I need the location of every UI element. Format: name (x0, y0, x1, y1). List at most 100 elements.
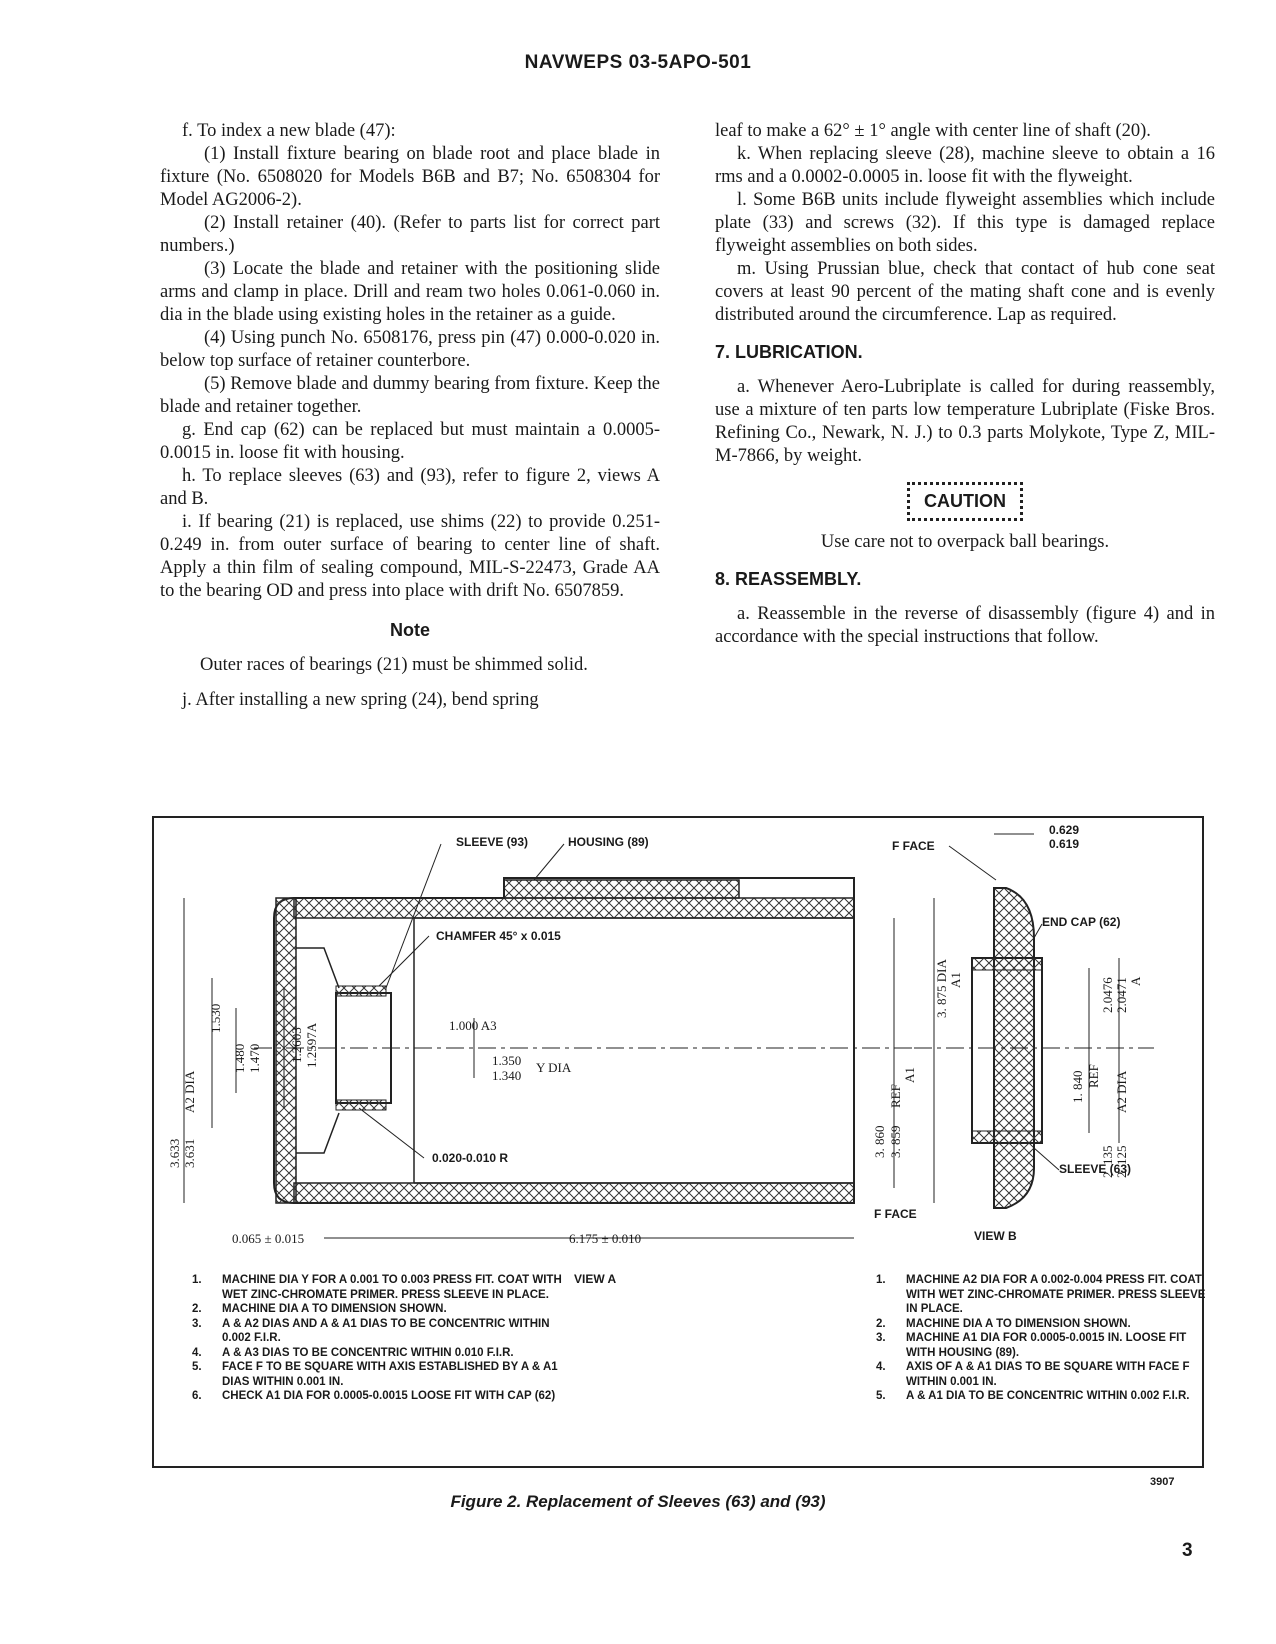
figure-note-text: MACHINE DIA A TO DIMENSION SHOWN. (906, 1317, 1131, 1330)
page-header: NAVWEPS 03-5APO-501 (524, 52, 752, 73)
paragraph: (5) Remove blade and dummy bearing from … (160, 374, 660, 417)
figure-note-number: 6. (192, 1390, 202, 1402)
paragraph: k. When replacing sleeve (28), machine s… (715, 144, 1215, 187)
figure-note-text: A & A3 DIAS TO BE CONCENTRIC WITHIN 0.01… (222, 1346, 514, 1359)
left-paragraphs: f. To index a new blade (47): (1) Instal… (160, 120, 660, 603)
label-0065: 0.065 ± 0.015 (232, 1231, 304, 1246)
right-column: leaf to make a 62° ± 1° angle with cente… (715, 120, 1215, 649)
figure-note: 5. FACE F TO BE SQUARE WITH AXIS ESTABLIS… (192, 1360, 572, 1389)
figure-note-text: MACHINE DIA A TO DIMENSION SHOWN. (222, 1303, 447, 1315)
housing-outline (273, 877, 855, 1204)
label-a1-b: A1 (902, 1067, 917, 1083)
figure-note-number: 4. (192, 1346, 202, 1359)
caution-box: CAUTION (715, 482, 1215, 521)
page-number: 3 (1182, 1540, 1193, 1561)
label-0629: 0.629 (1049, 823, 1079, 837)
section-7-title: 7. LUBRICATION. (715, 342, 863, 362)
paragraph: i. If bearing (21) is replaced, use shim… (160, 512, 660, 601)
figure-note-text: A & A1 DIA TO BE CONCENTRIC WITHIN 0.002… (906, 1390, 1190, 1402)
label-12597: 1.2597A (304, 1022, 319, 1068)
sleeve-93-wall-bot (335, 1099, 387, 1111)
paragraph: m. Using Prussian blue, check that conta… (715, 259, 1215, 325)
sleeve-63-wall-bot (971, 1130, 1043, 1144)
paragraph: g. End cap (62) can be replaced but must… (160, 420, 660, 463)
label-ref-b: REF (1086, 1064, 1101, 1088)
label-20471: 2.0471 (1114, 977, 1129, 1013)
label-1480: 1.480 (232, 1044, 247, 1073)
paragraph: (2) Install retainer (40). (Refer to par… (160, 213, 660, 256)
section-8-title: 8. REASSEMBLY. (715, 569, 862, 589)
housing-bottom-wall (293, 1182, 855, 1204)
flange (296, 947, 340, 1154)
section-8-text: a. Reassemble in the reverse of disassem… (715, 604, 1215, 647)
leader (358, 1107, 425, 1159)
view-b-drawing: F FACE 0.629 0.619 END CAP (62) 3. 875 D… (872, 823, 1154, 1243)
figure-note-number: 3. (876, 1332, 886, 1344)
housing-left-wall (275, 897, 297, 1204)
technical-drawing: SLEEVE (93) HOUSING (89) CHAMFER 45° x 0… (167, 823, 1154, 1286)
label-2125: 2. 125 (1114, 1146, 1129, 1179)
figure-note: 1. MACHINE DIA Y FOR A 0.001 TO 0.003 PRE… (192, 1273, 572, 1302)
label-housing-89: HOUSING (89) (568, 835, 649, 849)
label-chamfer: CHAMFER 45° x 0.015 (436, 929, 561, 943)
note-title: Note (390, 620, 430, 640)
label-radius: 0.020-0.010 R (432, 1151, 508, 1165)
figure-note-text: MACHINE DIA Y FOR A 0.001 TO 0.003 PRESS… (222, 1274, 562, 1301)
figure-note-number: 2. (192, 1303, 202, 1315)
label-y-top: 1.350 (492, 1053, 521, 1068)
figure-note: 3. MACHINE A1 DIA FOR 0.0005-0.0015 IN. L… (876, 1331, 1206, 1360)
caution-text: Use care not to overpack ball bearings. (820, 532, 1110, 552)
view-b-notes: 1.MACHINE A2 DIA FOR A 0.002-0.004 PRESS… (876, 1273, 1206, 1404)
figure-note-number: 4. (876, 1361, 886, 1373)
label-view-a: VIEW A (574, 1272, 617, 1286)
label-3633: 3.633 (167, 1139, 182, 1168)
paragraph: leaf to make a 62° ± 1° angle with cente… (715, 121, 1151, 141)
label-f-face-bot: F FACE (874, 1207, 917, 1221)
paragraph: h. To replace sleeves (63) and (93), ref… (160, 466, 660, 509)
figure-note: 1.MACHINE A2 DIA FOR A 0.002-0.004 PRESS… (876, 1273, 1206, 1317)
leader (378, 935, 430, 987)
leader (533, 843, 565, 881)
figure-number: 3907 (1150, 1476, 1175, 1488)
label-end-cap-62: END CAP (62) (1042, 915, 1120, 929)
figure-note-text: MACHINE A1 DIA FOR 0.0005-0.0015 IN. LOO… (906, 1332, 1187, 1359)
figure-2: SLEEVE (93) HOUSING (89) CHAMFER 45° x 0… (152, 816, 1206, 1468)
label-20476: 2.0476 (1100, 977, 1115, 1013)
label-a: A (1128, 976, 1143, 986)
label-1530: 1.530 (208, 1004, 223, 1033)
paragraph: f. To index a new blade (47): (182, 121, 396, 141)
label-3631: 3.631 (182, 1139, 197, 1168)
label-2135: 2. 135 (1100, 1146, 1115, 1179)
housing-top-wall (293, 897, 855, 919)
label-y-dia: Y DIA (536, 1060, 572, 1075)
figure-note: 6.CHECK A1 DIA FOR 0.0005-0.0015 LOOSE F… (192, 1389, 572, 1404)
view-a-notes: 1. MACHINE DIA Y FOR A 0.001 TO 0.003 PRE… (192, 1273, 572, 1404)
paragraph: (3) Locate the blade and retainer with t… (160, 259, 660, 325)
label-sleeve-93: SLEEVE (93) (456, 835, 528, 849)
figure-note: 2. MACHINE DIA A TO DIMENSION SHOWN. (192, 1302, 572, 1317)
label-1470: 1.470 (247, 1044, 262, 1073)
label-0619: 0.619 (1049, 837, 1079, 851)
figure-caption: Figure 2. Replacement of Sleeves (63) an… (450, 1492, 826, 1511)
figure-note-number: 2. (876, 1317, 886, 1330)
label-a1: A1 (948, 972, 963, 988)
paragraph: (4) Using punch No. 6508176, press pin (… (160, 328, 660, 371)
figure-note-number: 3. (192, 1317, 202, 1330)
figure-note: 5.A & A1 DIA TO BE CONCENTRIC WITHIN 0.0… (876, 1389, 1206, 1404)
figure-note-number: 1. (192, 1274, 202, 1286)
figure-note: 2. MACHINE DIA A TO DIMENSION SHOWN. (876, 1317, 1206, 1332)
leader (1033, 1147, 1060, 1171)
paragraph: l. Some B6B units include flyweight asse… (715, 190, 1215, 256)
sleeve-63-wall-top (971, 957, 1043, 971)
leader (1033, 923, 1043, 939)
label-view-b: VIEW B (974, 1229, 1017, 1243)
label-a2-dia-b: A2 DIA (1114, 1070, 1129, 1113)
view-a-drawing: SLEEVE (93) HOUSING (89) CHAMFER 45° x 0… (167, 835, 914, 1286)
figure-note-number: 5. (192, 1361, 202, 1373)
figure-note-text: FACE F TO BE SQUARE WITH AXIS ESTABLISHE… (222, 1361, 558, 1388)
label-3859: 3. 859 (888, 1126, 903, 1159)
label-y-bot: 1.340 (492, 1068, 521, 1083)
label-sleeve-63: SLEEVE (63) (1059, 1162, 1131, 1176)
note-body: Outer races of bearings (21) must be shi… (200, 655, 588, 675)
figure-note-number: 1. (876, 1274, 886, 1286)
